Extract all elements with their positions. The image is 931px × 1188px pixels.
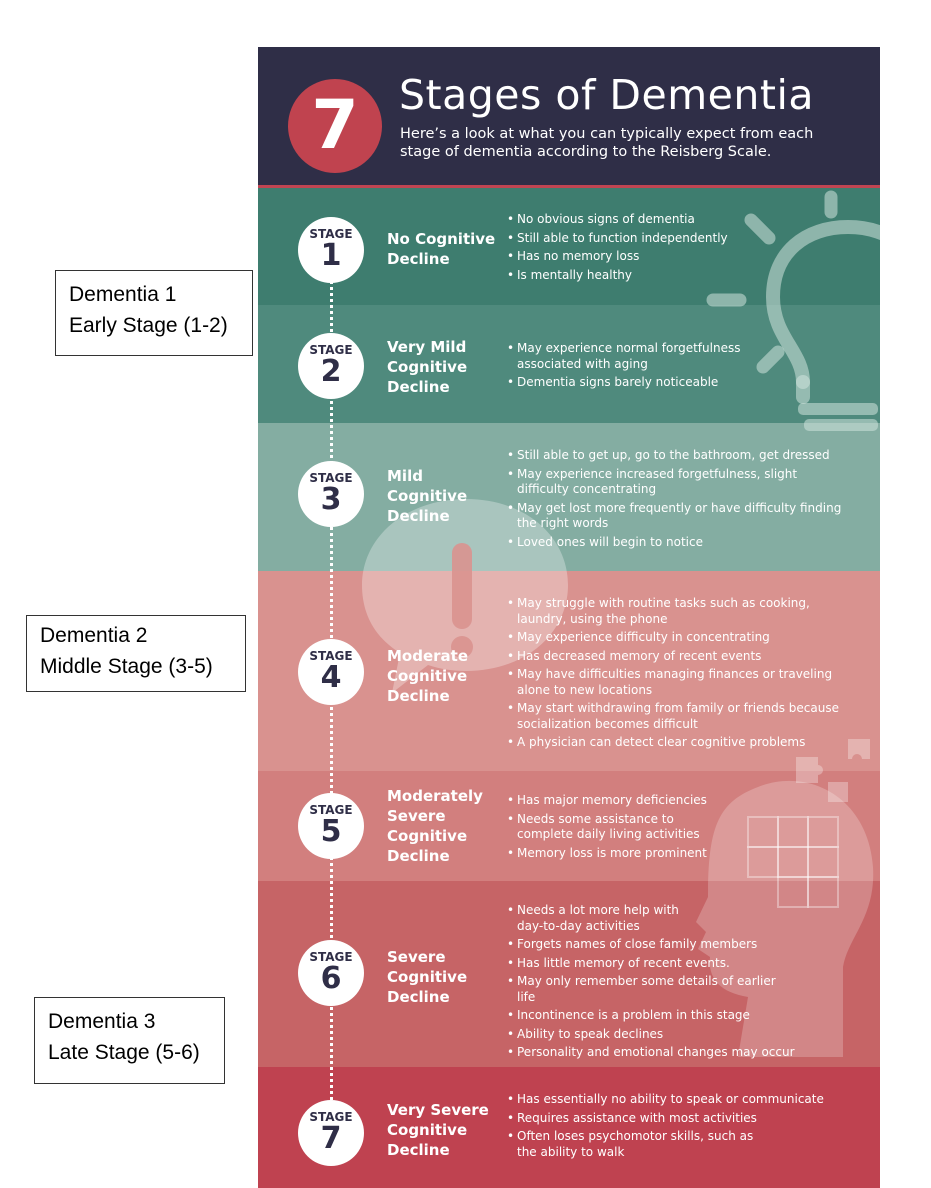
header: 7 Stages of Dementia Here’s a look at wh… [258, 47, 880, 187]
list-item: Dementia signs barely noticeable [507, 375, 747, 391]
list-item: A physician can detect clear cognitive p… [507, 735, 852, 751]
stage-name-3: Mild Cognitive Decline [387, 467, 468, 525]
page-title: Stages of Dementia [399, 71, 814, 119]
stage-name-4: Moderate Cognitive Decline [387, 647, 469, 705]
list-item: May have difficulties managing finances … [507, 667, 852, 698]
stage-badge-1: STAGE 1 [298, 217, 364, 283]
list-item: Has no memory loss [507, 249, 852, 265]
stage-name-2: Very Mild Cognitive Decline [387, 338, 468, 396]
list-item: Needs a lot more help with day-to-day ac… [507, 903, 687, 934]
stage-name-6: Severe Cognitive Decline [387, 948, 468, 1006]
side-label-late: Dementia 3 Late Stage (5-6) [34, 997, 225, 1084]
stage-bullets-4: May struggle with routine tasks such as … [507, 596, 852, 754]
list-item: Has essentially no ability to speak or c… [507, 1092, 852, 1108]
stage-badge-3: STAGE 3 [298, 461, 364, 527]
list-item: May start withdrawing from family or fri… [507, 701, 852, 732]
list-item: May struggle with routine tasks such as … [507, 596, 852, 627]
list-item: Is mentally healthy [507, 268, 852, 284]
stage-badge-6: STAGE 6 [298, 940, 364, 1006]
stage-bullets-3: Still able to get up, go to the bathroom… [507, 448, 852, 553]
stage-bullets-6: Needs a lot more help with day-to-day ac… [507, 903, 797, 1064]
list-item: Forgets names of close family members [507, 937, 797, 953]
stage-bullets-5: Has major memory deficiencies Needs some… [507, 793, 727, 864]
list-item: May only remember some details of earlie… [507, 974, 797, 1005]
stage-badge-5: STAGE 5 [298, 793, 364, 859]
stage-badge-7: STAGE 7 [298, 1100, 364, 1166]
list-item: May experience increased forgetfulness, … [507, 467, 852, 498]
list-item: No obvious signs of dementia [507, 212, 852, 228]
list-item: Still able to function independently [507, 231, 852, 247]
list-item: Often loses psychomotor skills, such as … [507, 1129, 757, 1160]
list-item: Has major memory deficiencies [507, 793, 727, 809]
stage-badge-2: STAGE 2 [298, 333, 364, 399]
stage-name-7: Very Severe Cognitive Decline [387, 1101, 489, 1159]
list-item: May experience normal forgetfulness asso… [507, 341, 747, 372]
list-item: Ability to speak declines [507, 1027, 797, 1043]
list-item: Loved ones will begin to notice [507, 535, 852, 551]
list-item: May get lost more frequently or have dif… [507, 501, 852, 532]
list-item: Incontinence is a problem in this stage [507, 1008, 797, 1024]
stage-name-5: Moderately Severe Cognitive Decline [387, 787, 483, 865]
stage-badge-4: STAGE 4 [298, 639, 364, 705]
infographic-poster: 7 Stages of Dementia Here’s a look at wh… [258, 47, 880, 1188]
list-item: May experience difficulty in concentrati… [507, 630, 852, 646]
side-label-early: Dementia 1 Early Stage (1-2) [55, 270, 253, 356]
header-divider [258, 185, 880, 188]
number-badge: 7 [288, 79, 382, 173]
list-item: Still able to get up, go to the bathroom… [507, 448, 852, 464]
list-item: Has decreased memory of recent events [507, 649, 852, 665]
list-item: Memory loss is more prominent [507, 846, 727, 862]
side-label-middle: Dementia 2 Middle Stage (3-5) [26, 615, 246, 692]
list-item: Requires assistance with most activities [507, 1111, 852, 1127]
stage-bullets-7: Has essentially no ability to speak or c… [507, 1092, 852, 1163]
list-item: Has little memory of recent events. [507, 956, 797, 972]
stage-bullets-2: May experience normal forgetfulness asso… [507, 341, 747, 394]
list-item: Needs some assistance to complete daily … [507, 812, 727, 843]
stage-name-1: No Cognitive Decline [387, 230, 496, 268]
list-item: Personality and emotional changes may oc… [507, 1045, 797, 1061]
page-subtitle: Here’s a look at what you can typically … [400, 126, 814, 160]
stage-bullets-1: No obvious signs of dementia Still able … [507, 212, 852, 286]
